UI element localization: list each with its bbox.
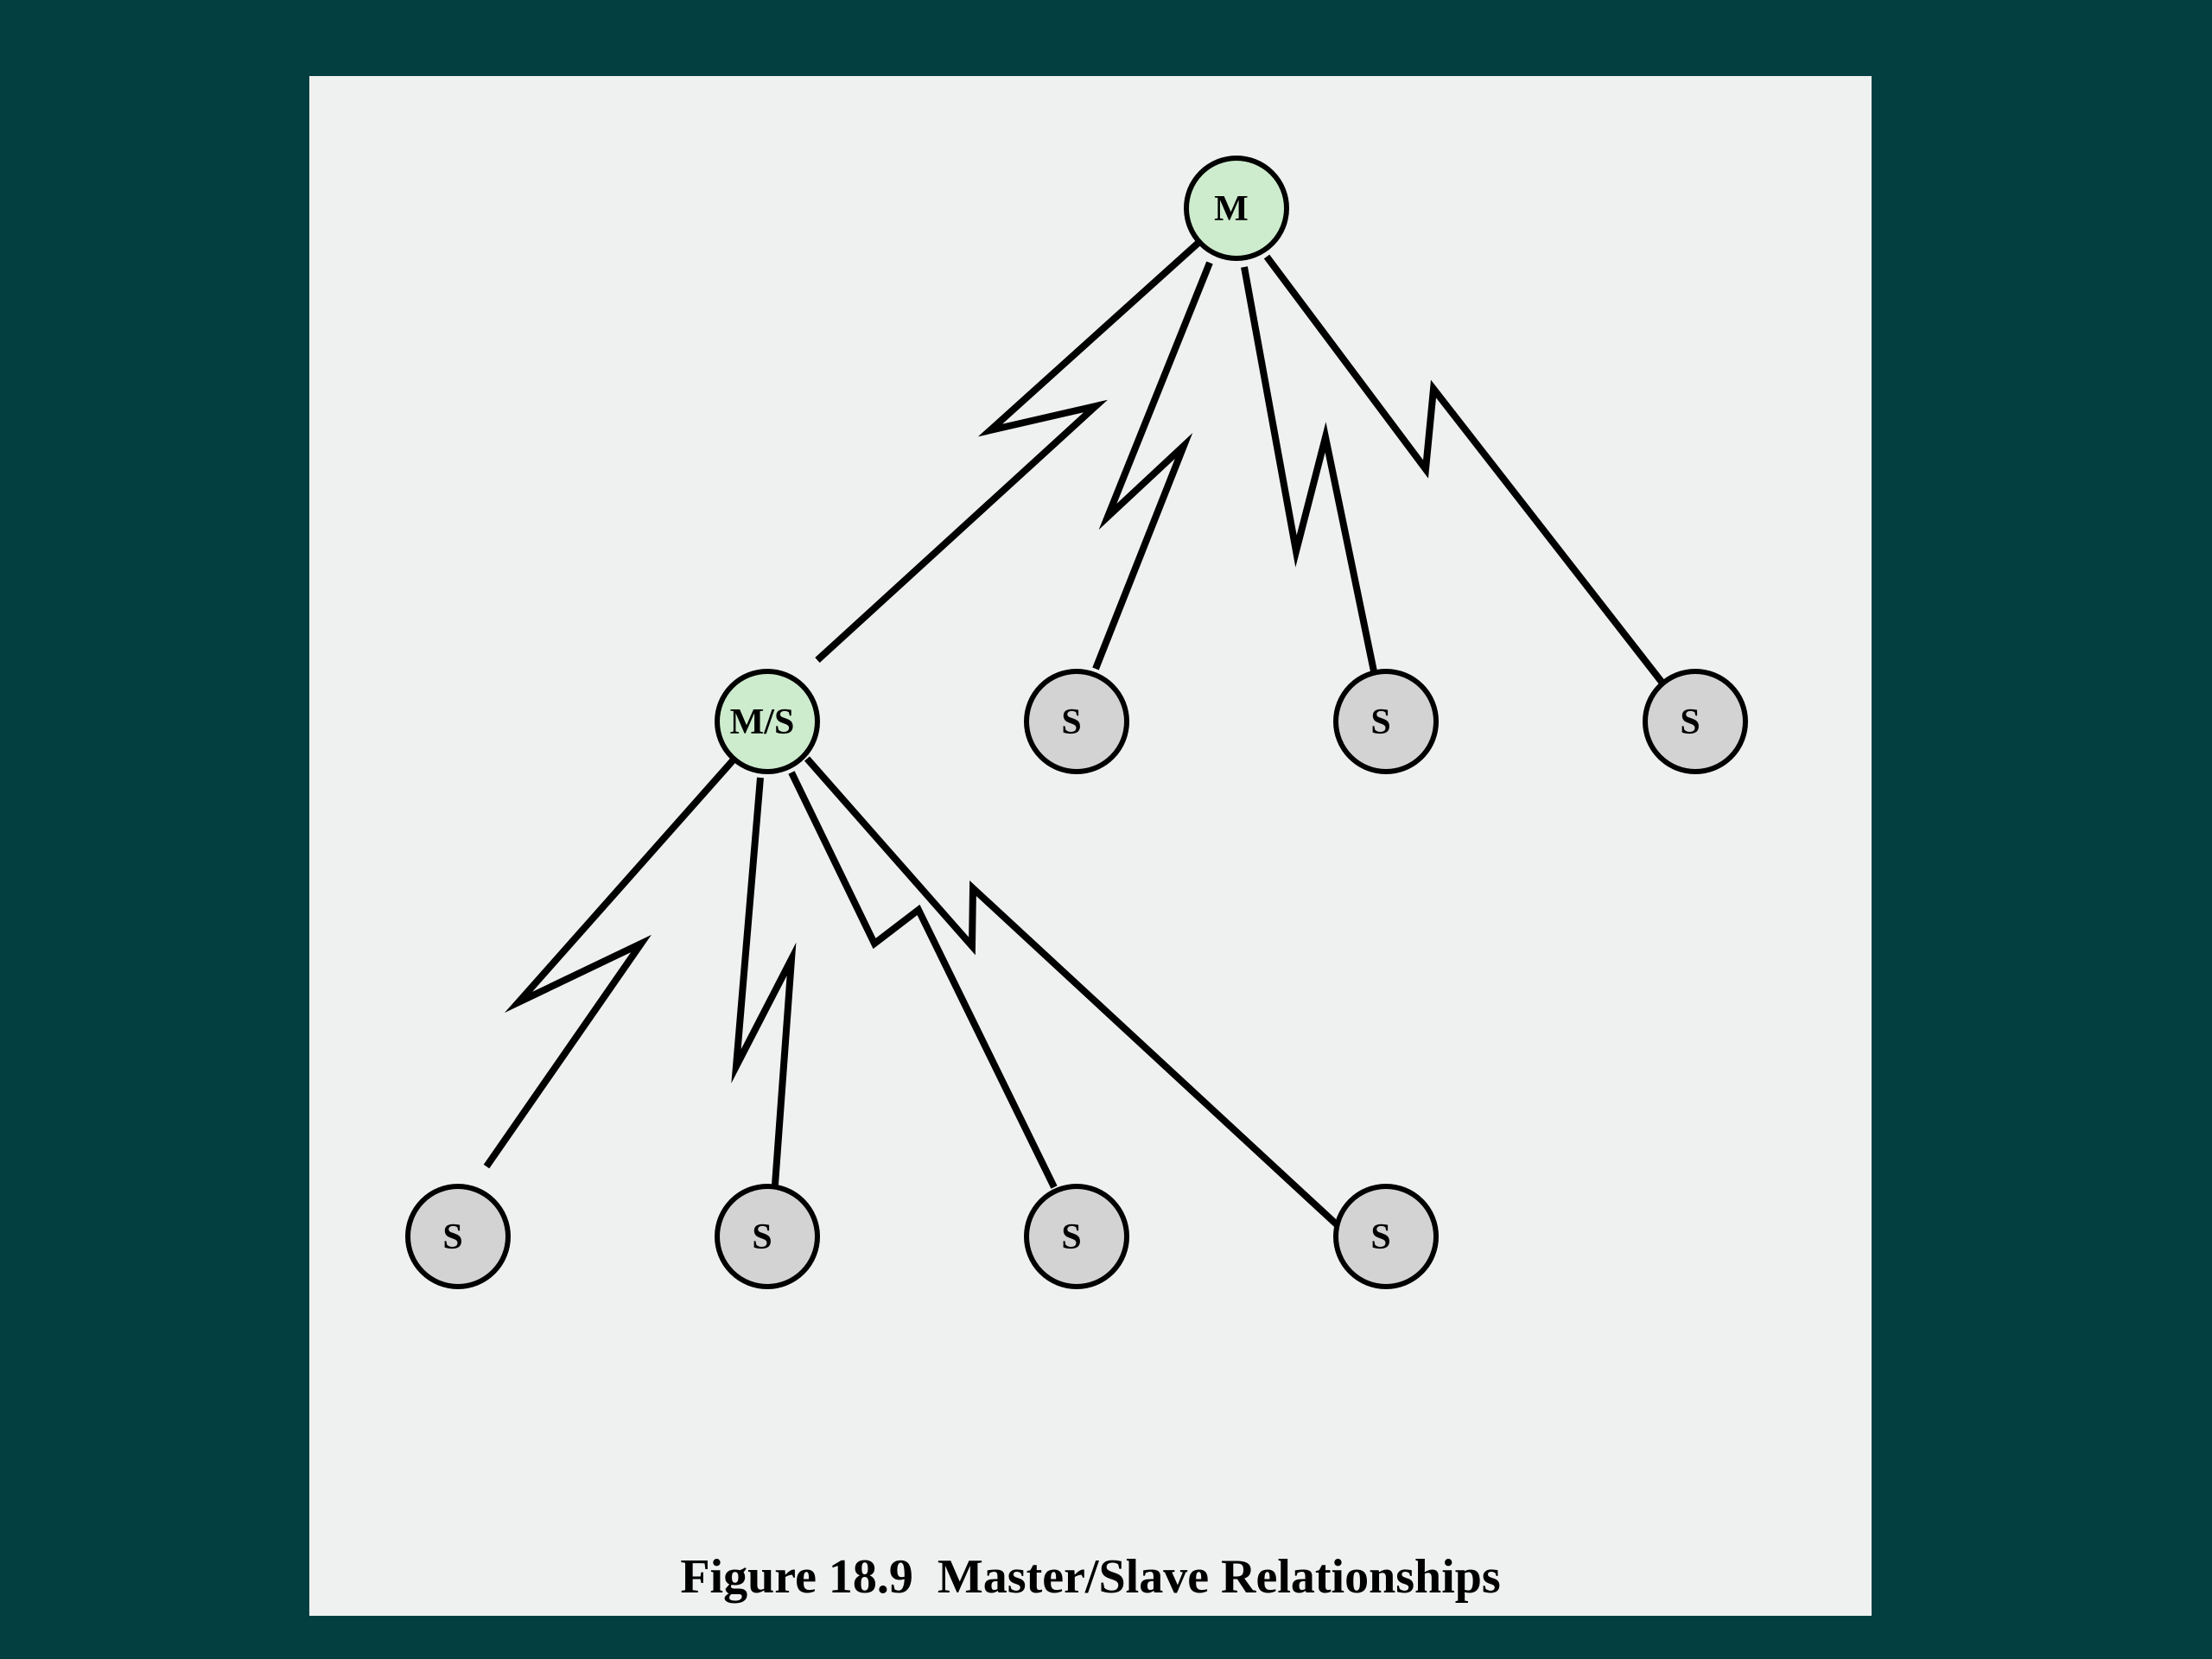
node-s-r3: S <box>1643 669 1748 774</box>
node-circle-s-r1 <box>1024 669 1129 774</box>
link-ms-to-s-b2 <box>731 777 797 1185</box>
node-label-s-b1: S <box>442 1217 462 1257</box>
nodes-layer: M M/S S S S S S S S <box>405 156 1748 1289</box>
node-ms: M/S <box>715 669 820 774</box>
node-m: M <box>1184 156 1289 261</box>
node-circle-s-b1 <box>405 1184 511 1289</box>
edges-layer <box>483 239 1668 1230</box>
figure-panel: M M/S S S S S S S S Figure 18.9 Master/Slave Rel… <box>309 76 1872 1616</box>
node-label-s-r3: S <box>1680 702 1700 742</box>
node-s-r1: S <box>1024 669 1129 774</box>
master-slave-diagram: M M/S S S S S S S S <box>405 156 1748 1289</box>
node-label-s-r1: S <box>1061 702 1081 742</box>
node-s-r2: S <box>1333 669 1439 774</box>
node-circle-m <box>1184 156 1289 261</box>
node-circle-s-r3 <box>1643 669 1748 774</box>
node-circle-ms <box>715 669 820 774</box>
node-circle-s-r2 <box>1333 669 1439 774</box>
link-ms-to-s-b1 <box>483 756 737 1169</box>
node-circle-s-b2 <box>715 1184 820 1289</box>
node-circle-s-b3 <box>1024 1184 1129 1289</box>
link-m-to-s-r2 <box>1241 266 1377 672</box>
link-m-to-s-r3 <box>1263 254 1668 688</box>
link-ms-to-s-b3 <box>788 771 1058 1189</box>
node-label-s-b3: S <box>1061 1217 1081 1257</box>
node-circle-s-b4 <box>1333 1184 1439 1289</box>
node-label-s-b2: S <box>752 1217 772 1257</box>
node-s-b4: S <box>1333 1184 1439 1289</box>
node-label-m: M <box>1214 189 1249 229</box>
figure-caption: Figure 18.9 Master/Slave Relationships <box>680 1550 1501 1604</box>
link-m-to-s-r1 <box>1092 261 1213 671</box>
link-m-to-ms <box>815 239 1202 663</box>
node-label-s-b4: S <box>1370 1217 1390 1257</box>
node-label-ms: M/S <box>730 702 795 742</box>
node-label-s-r2: S <box>1370 702 1390 742</box>
node-s-b1: S <box>405 1184 511 1289</box>
link-ms-to-s-b4 <box>804 756 1342 1230</box>
node-s-b2: S <box>715 1184 820 1289</box>
node-s-b3: S <box>1024 1184 1129 1289</box>
